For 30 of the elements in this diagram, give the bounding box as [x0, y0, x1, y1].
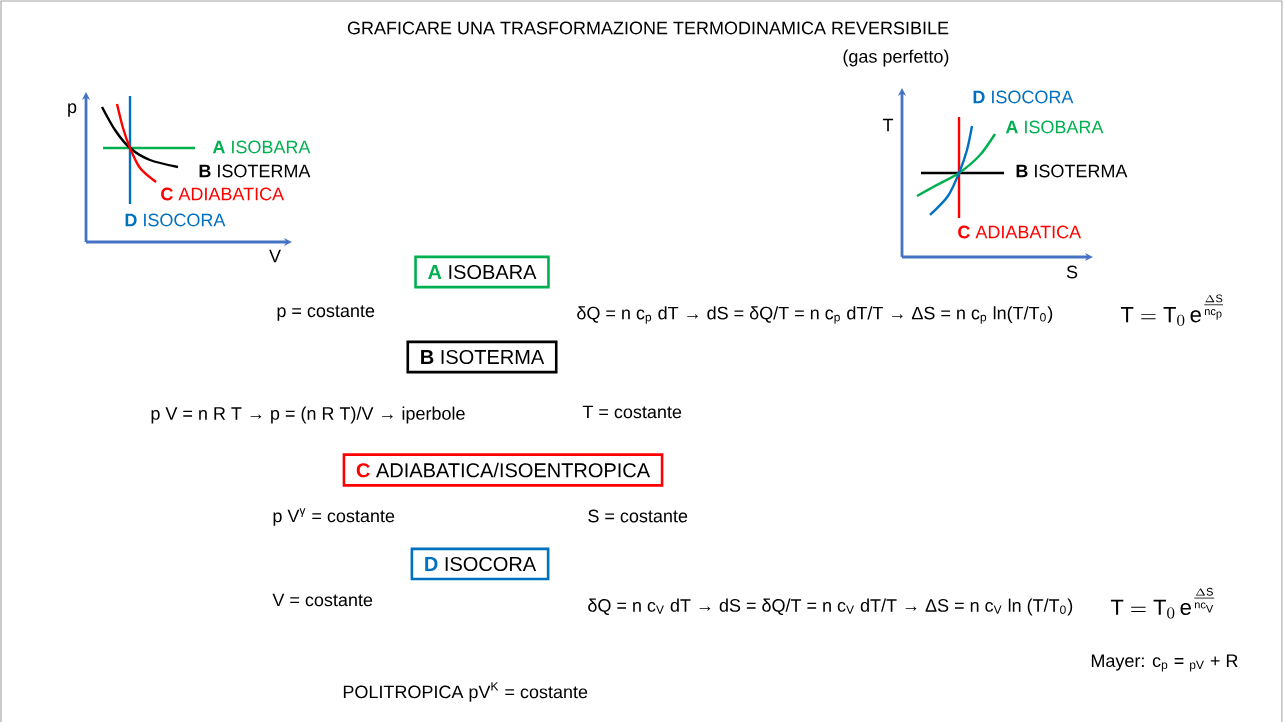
text-label: p V$^{γ}$ = costante: [273, 508, 395, 526]
text-label: S: [1066, 265, 1078, 279]
text-label: B ISOTERMA: [199, 164, 311, 178]
formula: $\mathrm{T} = \mathrm{T}_0\, \mathrm{e}^{\frac{\Delta \mathrm{S}}{\mathrm{n c_p}}}$: [1120, 294, 1223, 326]
text-label: δQ = n c$_{p}$ dT → dS = δQ/T = n c$_{p}$ dT/T → ΔS = n c$_{p}$ ln(T/T$_{0}$): [577, 306, 1053, 324]
text-label: T: [882, 118, 894, 132]
process-box: A ISOBARA: [414, 255, 550, 289]
text-label: C ADIABATICA: [161, 187, 285, 201]
text-label: V = costante: [272, 593, 373, 607]
text-label: B ISOTERMA: [1016, 164, 1128, 178]
text-label: POLITROPICA pV$^{K}$ = costante: [343, 682, 588, 702]
text-label: Mayer: c$_{p}$ = $_{pV}$ + R: [1091, 654, 1238, 672]
process-box: B ISOTERMA: [406, 340, 558, 374]
text-label: A ISOBARA: [1005, 120, 1104, 134]
text-label: S = costante: [588, 509, 688, 523]
formula: $\mathrm{T} = \mathrm{T}_0\, \mathrm{e}^{\frac{\Delta \mathrm{S}}{\mathrm{n c_V}}}$: [1110, 587, 1215, 619]
text-label: p V = n R T → p = (n R T)/V → iperbole: [151, 406, 465, 424]
text-label: D ISOCORA: [973, 90, 1074, 104]
text-label: V: [269, 249, 281, 263]
text-label: D ISOCORA: [125, 213, 226, 227]
text-label: p = costante: [277, 305, 375, 321]
text-label: δQ = n c$_{V}$ dT → dS = δQ/T = n c$_{V}$ dT/T → ΔS = n c$_{V}$ ln (T/T$_{0}$): [588, 598, 1073, 616]
process-box: D ISOCORA: [410, 547, 550, 581]
text-label: p: [68, 103, 77, 117]
title: GRAFICARE UNA TRASFORMAZIONE TERMODINAMICA REVERSIBILE: [347, 21, 949, 35]
text-label: (gas perfetto): [843, 49, 949, 67]
text-label: C ADIABATICA: [958, 225, 1082, 239]
process-box: C ADIABATICA/ISOENTROPICA: [342, 453, 664, 487]
text-label: T = costante: [582, 405, 682, 419]
text-label: A ISOBARA: [212, 140, 311, 154]
